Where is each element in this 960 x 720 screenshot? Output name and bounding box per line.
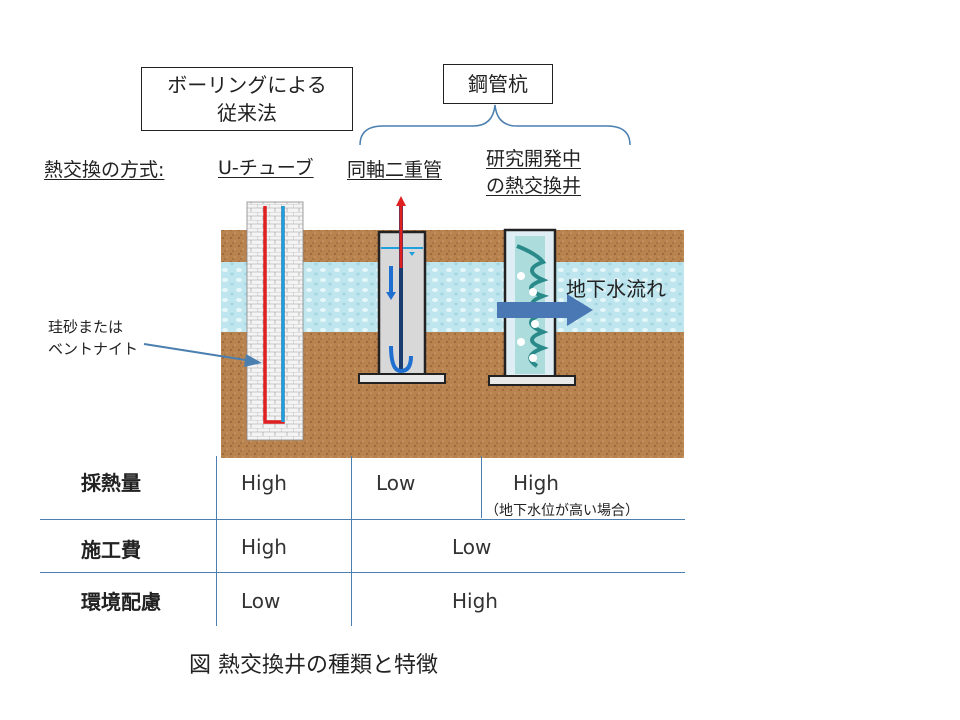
row-cost-utube: High: [241, 535, 287, 559]
row-env-steel: High: [452, 589, 498, 613]
table-rule-2: [40, 572, 685, 573]
coaxial-up-arrow: [396, 196, 406, 206]
row-label-cost: 施工費: [81, 538, 141, 562]
row-cost-steel: Low: [452, 535, 492, 559]
sand-note: 珪砂または ベントナイト: [48, 318, 139, 358]
research-base-plate: [488, 375, 576, 386]
coaxial-base-plate: [358, 373, 446, 384]
table-divider-2: [351, 456, 352, 626]
boring-method-label: ボーリングによる 従来法: [167, 73, 327, 125]
boring-method-box: ボーリングによる 従来法: [141, 67, 353, 131]
sand-note-arrow: [143, 343, 262, 367]
row-heat-research: High: [513, 471, 559, 495]
coaxial-down-arrow: [386, 292, 396, 300]
groundwater-flow-arrow: [497, 302, 571, 318]
row-label-heat: 採熱量: [81, 471, 141, 495]
row-heat-utube: High: [241, 471, 287, 495]
figure-caption: 図 熱交換井の種類と特徴: [189, 653, 438, 678]
row-heat-note: （地下水位が高い場合）: [485, 503, 639, 519]
steel-pile-bracket: [359, 104, 631, 146]
table-divider-1: [216, 456, 217, 626]
borehole-grout: [246, 201, 304, 441]
steel-pile-label: 鋼管杭: [468, 72, 528, 96]
row-env-utube: Low: [241, 589, 281, 613]
method-research: 研究開発中 の熱交換井: [486, 148, 582, 197]
method-label: 熱交換の方式:: [44, 159, 165, 181]
table-rule-1: [40, 519, 685, 520]
method-coaxial: 同軸二重管: [347, 159, 443, 181]
groundwater-flow-label: 地下水流れ: [566, 277, 666, 301]
steel-pile-box: 鋼管杭: [443, 64, 553, 104]
row-heat-coaxial: Low: [376, 471, 416, 495]
table-divider-3: [481, 456, 482, 518]
row-label-env: 環境配慮: [81, 590, 161, 614]
method-utube: U-チューブ: [218, 157, 314, 179]
ground-cross-section: [221, 196, 684, 458]
